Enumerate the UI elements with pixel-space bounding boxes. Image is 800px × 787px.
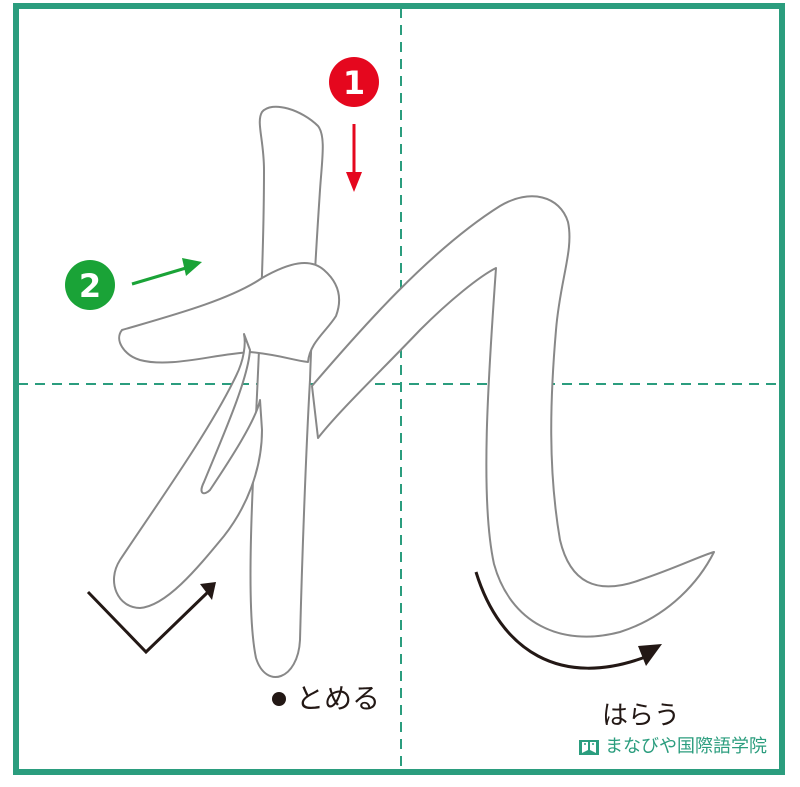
arrow-right-icon (131, 258, 202, 286)
brand-footer: まなびや国際語学院 (578, 738, 767, 756)
stop-annotation: とめる (272, 685, 380, 713)
sweep-curve-arrow-icon (474, 571, 662, 670)
sweep-annotation-text: はらう (602, 701, 681, 731)
character-outline (113, 105, 715, 678)
stroke-2-badge (65, 260, 115, 310)
stroke-1-indicator: 1 (329, 57, 379, 192)
stop-annotation-text: とめる (296, 682, 381, 715)
outline-horizontal-stroke (118, 262, 341, 364)
outline-hook-stroke (311, 195, 715, 638)
book-icon (579, 740, 599, 755)
brand-name: まなびや国際語学院 (605, 736, 767, 757)
stop-check-arrow-icon (86, 582, 216, 655)
arrow-down-icon (346, 124, 362, 192)
stroke-1-badge (329, 57, 379, 107)
stroke-1-number: 1 (343, 64, 365, 102)
stroke-2-indicator: 2 (65, 258, 202, 310)
bullet-dot-icon (272, 692, 286, 706)
outline-left-falling-stroke (113, 333, 263, 609)
sheet-frame (13, 3, 785, 775)
stroke-2-number: 2 (79, 267, 101, 305)
